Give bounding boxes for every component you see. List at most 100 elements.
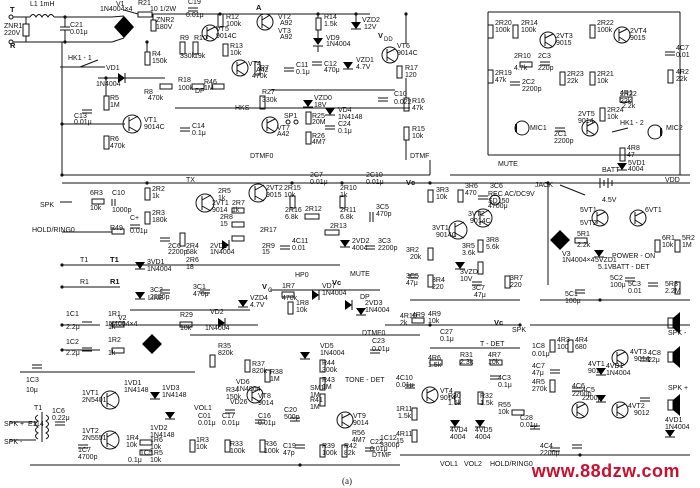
label-r4: R4 bbox=[152, 51, 161, 58]
speech-network-section bbox=[20, 182, 470, 373]
label-vt31: 3VT1 bbox=[432, 225, 449, 232]
label-dtmfb: DTMF bbox=[372, 452, 391, 459]
label-vd51: 5VD1 bbox=[628, 160, 646, 167]
label-r219v: 47k bbox=[495, 77, 507, 84]
label-c19v: 0.01μ bbox=[186, 12, 204, 19]
label-vd31v: 1N4004 bbox=[147, 266, 172, 273]
label-vd2: VD2 bbox=[210, 309, 224, 316]
label-c12b: 1C12 bbox=[380, 435, 397, 442]
label-r29: 2R9 bbox=[262, 243, 275, 250]
net-label-r1net: R1 bbox=[110, 277, 120, 286]
label-hp0: HP0 bbox=[295, 272, 309, 279]
label-r14: R14 bbox=[324, 14, 337, 21]
label-batt: BATT bbox=[602, 167, 620, 174]
label-v1b: 1N4004×4 bbox=[100, 6, 133, 13]
label-r26v: 4M7 bbox=[312, 139, 326, 146]
label-vt43: 4VT3 bbox=[630, 349, 647, 356]
label-vt5b: 5VT2 bbox=[580, 220, 597, 227]
label-c46: 4C6 bbox=[572, 383, 585, 390]
line-input-section bbox=[8, 7, 431, 176]
label-r9: R9 bbox=[180, 35, 189, 42]
label-r37cv: 820k bbox=[252, 368, 268, 375]
label-r30v: 1.5k bbox=[448, 400, 462, 407]
label-vt5v: 9014C bbox=[216, 33, 237, 40]
label-r22: 2R2 bbox=[152, 186, 165, 193]
label-vt41v: 9014 bbox=[588, 368, 604, 375]
label-znr2: ZNR2 bbox=[156, 17, 174, 24]
label-vdd: VDD bbox=[665, 177, 680, 184]
label-c21v: 0.01μ bbox=[70, 29, 88, 36]
label-line: LINE bbox=[148, 295, 164, 302]
label-vd4b: 4VD4 bbox=[450, 427, 468, 434]
label-c23: 2C3 bbox=[538, 53, 551, 60]
label-cpv: 0.01μ bbox=[130, 228, 148, 235]
label-c14: C14 bbox=[192, 123, 205, 130]
label-r53v: 2.2M bbox=[665, 288, 681, 295]
label-vt2v: A92 bbox=[280, 20, 293, 27]
label-vd4bv: 4004 bbox=[450, 434, 466, 441]
label-vt21v: 9014 bbox=[212, 207, 228, 214]
label-cp: C+ bbox=[130, 215, 139, 222]
label-c10: C10 bbox=[394, 91, 407, 98]
label-vt42v: 9012 bbox=[634, 410, 650, 417]
label-r6: R6 bbox=[110, 136, 119, 143]
label-r29cv: 10k bbox=[180, 325, 192, 332]
label-vd21v: 1N4004 bbox=[210, 249, 235, 256]
label-battv: 4.5V bbox=[602, 197, 617, 204]
label-vt7v: A42 bbox=[277, 131, 290, 138]
label-r411: 4R11 bbox=[396, 431, 412, 438]
label-r216v: 6.8k bbox=[285, 214, 299, 221]
mic-amplifier-section bbox=[450, 11, 690, 176]
label-pwr: POWER - ON bbox=[612, 253, 655, 260]
ringer-speaker-section bbox=[10, 312, 690, 466]
label-c2v: 2.2μ bbox=[66, 350, 80, 357]
label-c01v: 0.01μ bbox=[198, 420, 216, 427]
label-vt1av: 2N5401 bbox=[82, 397, 107, 404]
label-c7v: 4700p bbox=[78, 454, 98, 461]
label-tdet: T - DET bbox=[480, 341, 505, 348]
label-e114: E114 bbox=[28, 421, 44, 428]
label-c45v: 2200p bbox=[582, 395, 602, 402]
label-r38cv: 1M bbox=[270, 376, 280, 383]
label-r37v: 220 bbox=[510, 282, 522, 289]
label-c26v: 2200p bbox=[168, 249, 188, 256]
label-r222bv: 22k bbox=[620, 98, 632, 105]
label-vzd4: VZD4 bbox=[250, 295, 268, 302]
label-c43v: 0.1μ bbox=[498, 382, 512, 389]
label-vd5b: 4VD5 bbox=[475, 427, 493, 434]
label-vt1v: 9014C bbox=[144, 124, 165, 131]
label-r48v: 47 bbox=[627, 152, 635, 159]
label-r12bv: 1k bbox=[108, 350, 116, 357]
label-vt43v: 9014 bbox=[634, 356, 650, 363]
label-r10: R10 bbox=[194, 35, 207, 42]
label-vd41: 4VD1 bbox=[606, 363, 624, 370]
label-vzd2: VZD2 bbox=[362, 17, 380, 24]
net-label-a: A bbox=[256, 3, 262, 12]
label-vzd32: 3VZD bbox=[460, 269, 478, 276]
label-r15v: 10k bbox=[412, 133, 424, 140]
label-vol2: VOL2 bbox=[464, 461, 482, 468]
label-c21b: 2C1 bbox=[554, 131, 567, 138]
label-r7: R7 bbox=[260, 65, 269, 72]
label-vt24: 2VT4 bbox=[630, 28, 647, 35]
label-c1: 1C1 bbox=[66, 311, 79, 318]
label-vd22v: 4004 bbox=[352, 245, 368, 252]
label-vt4a: VT4 bbox=[440, 388, 453, 395]
label-r17bv: 470k bbox=[282, 295, 298, 302]
label-c51v: 100μ bbox=[565, 298, 581, 305]
label-c23v: 220p bbox=[538, 65, 554, 72]
label-vol1b: VOL1 bbox=[194, 405, 212, 412]
label-r28v: 15 bbox=[220, 221, 228, 228]
label-r11: 1R1 bbox=[108, 311, 121, 318]
label-r410: 4R10 bbox=[400, 313, 417, 320]
label-r222v: 100k bbox=[597, 27, 613, 34]
label-r44bv: 300k bbox=[322, 367, 338, 374]
label-r14v: 1.5k bbox=[324, 21, 338, 28]
label-c53v: 0.01 bbox=[628, 288, 642, 295]
label-vd22: 2VD2 bbox=[352, 238, 370, 245]
label-vd2av: 1N4148 bbox=[150, 432, 175, 439]
label-r20: 2R20 bbox=[495, 20, 512, 27]
label-vzd5v: 5.1V bbox=[598, 264, 613, 271]
label-vt21: 2VT1 bbox=[212, 200, 229, 207]
label-r22v: 1k bbox=[152, 193, 160, 200]
